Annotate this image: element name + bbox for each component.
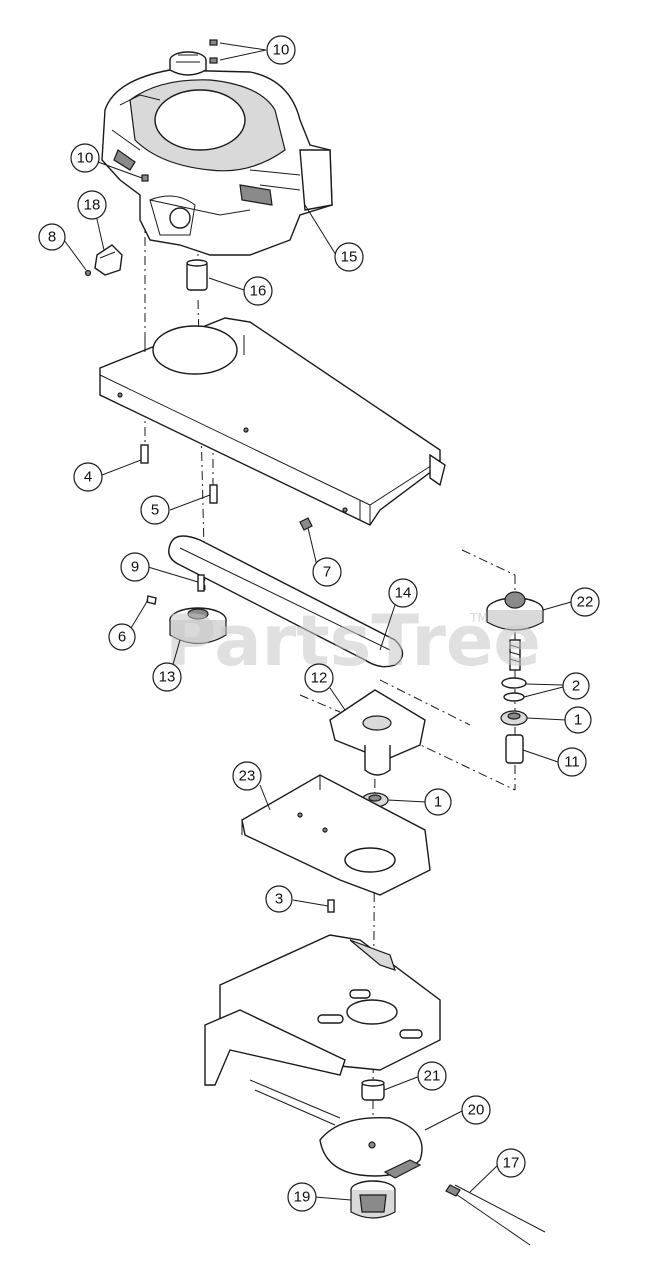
svg-text:13: 13: [159, 669, 176, 686]
spool-19: [350, 1180, 396, 1219]
callout-23: 23: [232, 761, 262, 791]
engine: [101, 51, 333, 256]
belt: [168, 535, 404, 668]
disk-20: [249, 1079, 423, 1179]
key-9: [197, 574, 205, 592]
svg-text:23: 23: [239, 768, 256, 785]
callout-12: 12: [304, 663, 334, 693]
trimmer-line-17: [445, 1184, 546, 1246]
bracket-12: [329, 689, 426, 776]
callout-16: 16: [243, 276, 273, 306]
callout-2: 2: [562, 672, 590, 700]
svg-text:5: 5: [151, 502, 159, 519]
callout-22: 22: [570, 587, 600, 617]
nuts-10: [141, 39, 218, 182]
callout-11: 11: [557, 747, 587, 777]
callout-10: 10: [266, 35, 296, 65]
screw-3: [327, 899, 335, 913]
callout-21: 21: [417, 1061, 447, 1091]
svg-text:TM: TM: [469, 611, 488, 625]
callout-4: 4: [73, 462, 103, 492]
frame: [99, 317, 446, 526]
svg-text:20: 20: [468, 1102, 485, 1119]
oil-cap: [84, 244, 123, 277]
svg-text:21: 21: [424, 1068, 441, 1085]
svg-text:8: 8: [48, 229, 56, 246]
svg-text:17: 17: [503, 1155, 520, 1172]
svg-text:PartsTree: PartsTree: [165, 600, 541, 682]
bolts: [140, 444, 313, 531]
callout-17: 17: [496, 1148, 526, 1178]
plate-23: [241, 774, 431, 896]
callout-8: 8: [38, 223, 66, 251]
svg-text:1: 1: [434, 794, 442, 811]
watermark: PartsTree TM: [165, 600, 541, 682]
svg-text:3: 3: [275, 891, 283, 908]
svg-text:22: 22: [577, 594, 594, 611]
callout-9: 9: [120, 552, 150, 582]
pulley-13: [146, 595, 227, 645]
spacer-21: [361, 1079, 385, 1101]
svg-text:9: 9: [131, 559, 139, 576]
spacer-16: [186, 259, 208, 291]
svg-text:18: 18: [84, 197, 101, 214]
callout-3: 3: [265, 885, 293, 913]
svg-text:15: 15: [341, 249, 358, 266]
callout-5: 5: [140, 495, 170, 525]
callout-20: 20: [461, 1095, 491, 1125]
callout-10: 10: [70, 143, 100, 173]
callout-14: 14: [388, 578, 418, 608]
svg-text:7: 7: [323, 564, 331, 581]
base-housing: [204, 934, 441, 1086]
callout-6: 6: [108, 623, 136, 651]
svg-text:11: 11: [564, 754, 580, 771]
svg-text:2: 2: [572, 678, 580, 695]
svg-text:4: 4: [84, 469, 92, 486]
svg-text:1: 1: [574, 712, 582, 729]
svg-text:10: 10: [77, 150, 94, 167]
callout-1: 1: [424, 788, 452, 816]
callout-7: 7: [312, 557, 342, 587]
svg-text:14: 14: [395, 585, 412, 602]
callout-19: 19: [287, 1182, 317, 1212]
svg-text:16: 16: [250, 283, 267, 300]
pulley-22: [486, 591, 544, 764]
callout-15: 15: [334, 242, 364, 272]
callout-1: 1: [564, 706, 592, 734]
svg-text:6: 6: [118, 629, 126, 646]
svg-text:10: 10: [273, 42, 290, 59]
svg-text:19: 19: [294, 1189, 311, 1206]
callout-13: 13: [152, 662, 182, 692]
svg-text:12: 12: [311, 670, 328, 687]
callout-18: 18: [77, 190, 107, 220]
